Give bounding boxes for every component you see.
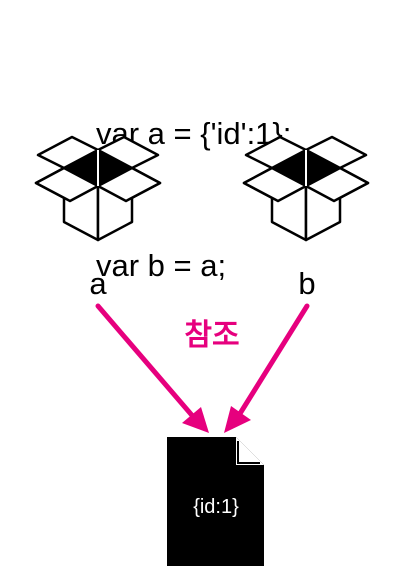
code-line-2: var b = a; — [96, 248, 227, 283]
open-box-icon-b — [242, 135, 370, 242]
object-text: {id:1} — [193, 496, 239, 518]
variable-a-label: a — [89, 266, 107, 301]
reference-label: 참조 — [184, 318, 239, 353]
document-icon: {id:1} — [167, 437, 264, 566]
variable-b-label: b — [298, 266, 315, 301]
arrow-b-to-object — [224, 303, 310, 433]
code-block: var a = {'id':1}; var b = a; — [96, 24, 291, 376]
open-box-icon-a — [34, 135, 162, 242]
arrow-a-to-object — [95, 303, 209, 433]
